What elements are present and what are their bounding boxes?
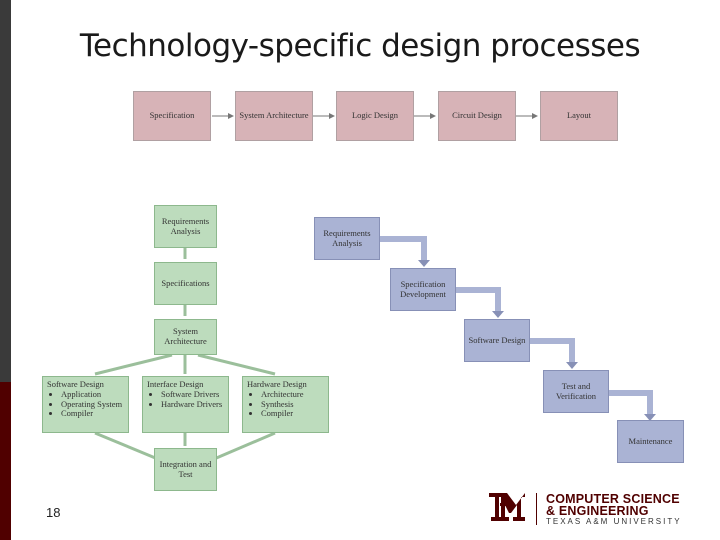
waterfall-software-design: Software Design xyxy=(464,319,530,362)
page-number: 18 xyxy=(46,505,61,520)
flow-system-architecture: System Architecture xyxy=(235,91,313,141)
waterfall-specification-development: Specification Development xyxy=(390,268,456,311)
interface-design-heading: Interface Design xyxy=(147,379,204,389)
waterfall-connector xyxy=(604,390,653,416)
tree-software-design: Software Design Application Operating Sy… xyxy=(42,376,129,433)
tree-system-architecture: System Architecture xyxy=(154,319,217,355)
waterfall-connector xyxy=(530,338,575,364)
logo-line-3: TEXAS A&M UNIVERSITY xyxy=(546,517,682,526)
tamu-logo-icon xyxy=(489,493,525,521)
software-design-item: Compiler xyxy=(61,409,124,419)
tree-connector xyxy=(206,431,276,464)
logo-line-1: COMPUTER SCIENCE xyxy=(546,492,680,506)
hardware-design-item: Synthesis xyxy=(261,399,324,410)
flow-logic-design: Logic Design xyxy=(336,91,414,141)
left-accent-bar-top xyxy=(0,0,11,382)
hardware-design-item: Architecture xyxy=(261,389,324,400)
waterfall-connector xyxy=(446,287,501,313)
tree-requirements-analysis: Requirements Analysis xyxy=(154,205,217,248)
waterfall-test-and-verification: Test and Verification xyxy=(543,370,609,413)
software-design-item: Operating System xyxy=(61,399,124,410)
tree-hardware-design: Hardware Design Architecture Synthesis C… xyxy=(242,376,329,433)
waterfall-arrowhead xyxy=(492,311,504,318)
flow-specification: Specification xyxy=(133,91,211,141)
logo-separator xyxy=(536,493,537,525)
tree-connector xyxy=(197,353,276,376)
left-accent-bar-bottom xyxy=(0,382,11,540)
tree-specifications: Specifications xyxy=(154,262,217,305)
waterfall-connector xyxy=(380,236,427,262)
waterfall-maintenance: Maintenance xyxy=(617,420,684,463)
logo-line-2: & ENGINEERING xyxy=(546,504,649,518)
hardware-design-heading: Hardware Design xyxy=(247,379,307,389)
software-design-heading: Software Design xyxy=(47,379,104,389)
software-design-item: Application xyxy=(61,389,124,400)
slide-title: Technology-specific design processes xyxy=(79,28,641,64)
flow-layout: Layout xyxy=(540,91,618,141)
tree-connector xyxy=(94,431,166,464)
interface-design-item: Hardware Drivers xyxy=(161,399,224,410)
flow-circuit-design: Circuit Design xyxy=(438,91,516,141)
tree-integration-and-test: Integration and Test xyxy=(154,448,217,491)
waterfall-arrowhead xyxy=(644,414,656,421)
waterfall-arrowhead xyxy=(566,362,578,369)
hardware-design-item: Compiler xyxy=(261,409,324,419)
tree-connector xyxy=(94,353,173,376)
waterfall-requirements-analysis: Requirements Analysis xyxy=(314,217,380,260)
tree-interface-design: Interface Design Software Drivers Hardwa… xyxy=(142,376,229,433)
waterfall-arrowhead xyxy=(418,260,430,267)
interface-design-item: Software Drivers xyxy=(161,389,224,400)
